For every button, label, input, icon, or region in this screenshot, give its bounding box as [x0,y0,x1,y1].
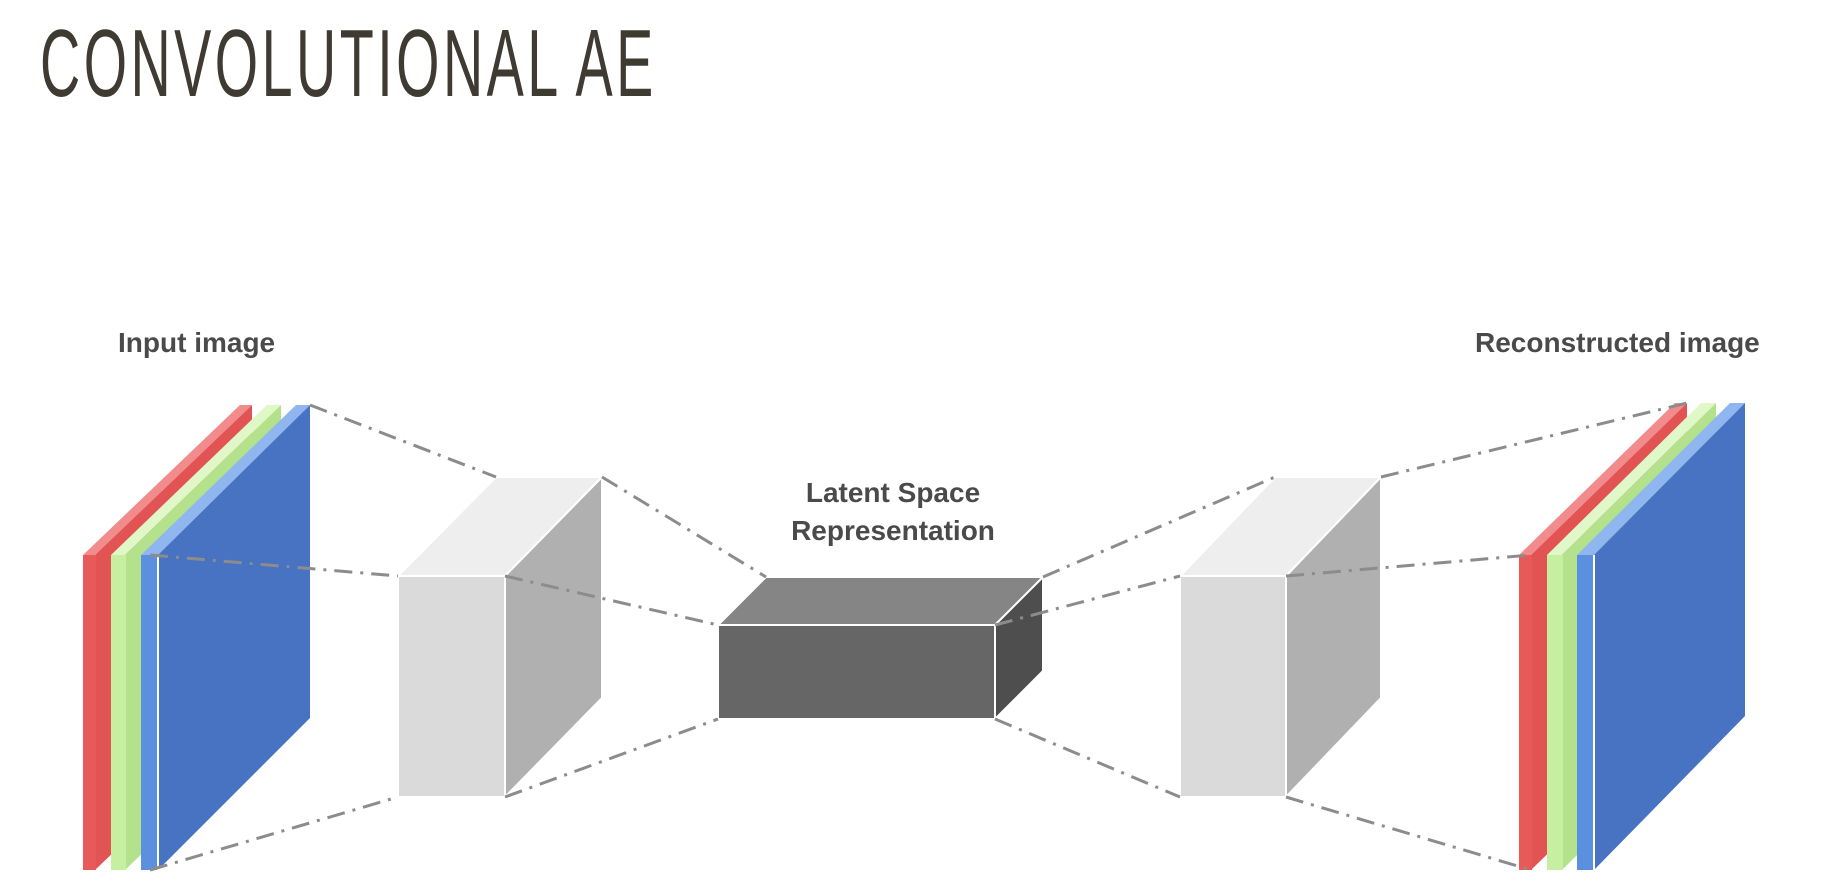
input-channel-blue [141,405,310,870]
output-image-stack [1519,403,1745,870]
latent-space-label-line1: Latent Space [806,477,980,508]
input-image-label: Input image [118,327,275,358]
projection-guide-lines [149,401,1688,872]
output-channel-blue [1577,403,1745,870]
latent-space-block [715,574,1046,722]
reconstructed-image-label: Reconstructed image [1475,327,1760,358]
encoder-layer-block [395,474,605,800]
decoder-layer-block [1177,474,1384,800]
slide-title: CONVOLUTIONAL AE [40,10,657,117]
latent-space-label-line2: Representation [791,515,995,546]
input-image-stack [83,405,310,870]
